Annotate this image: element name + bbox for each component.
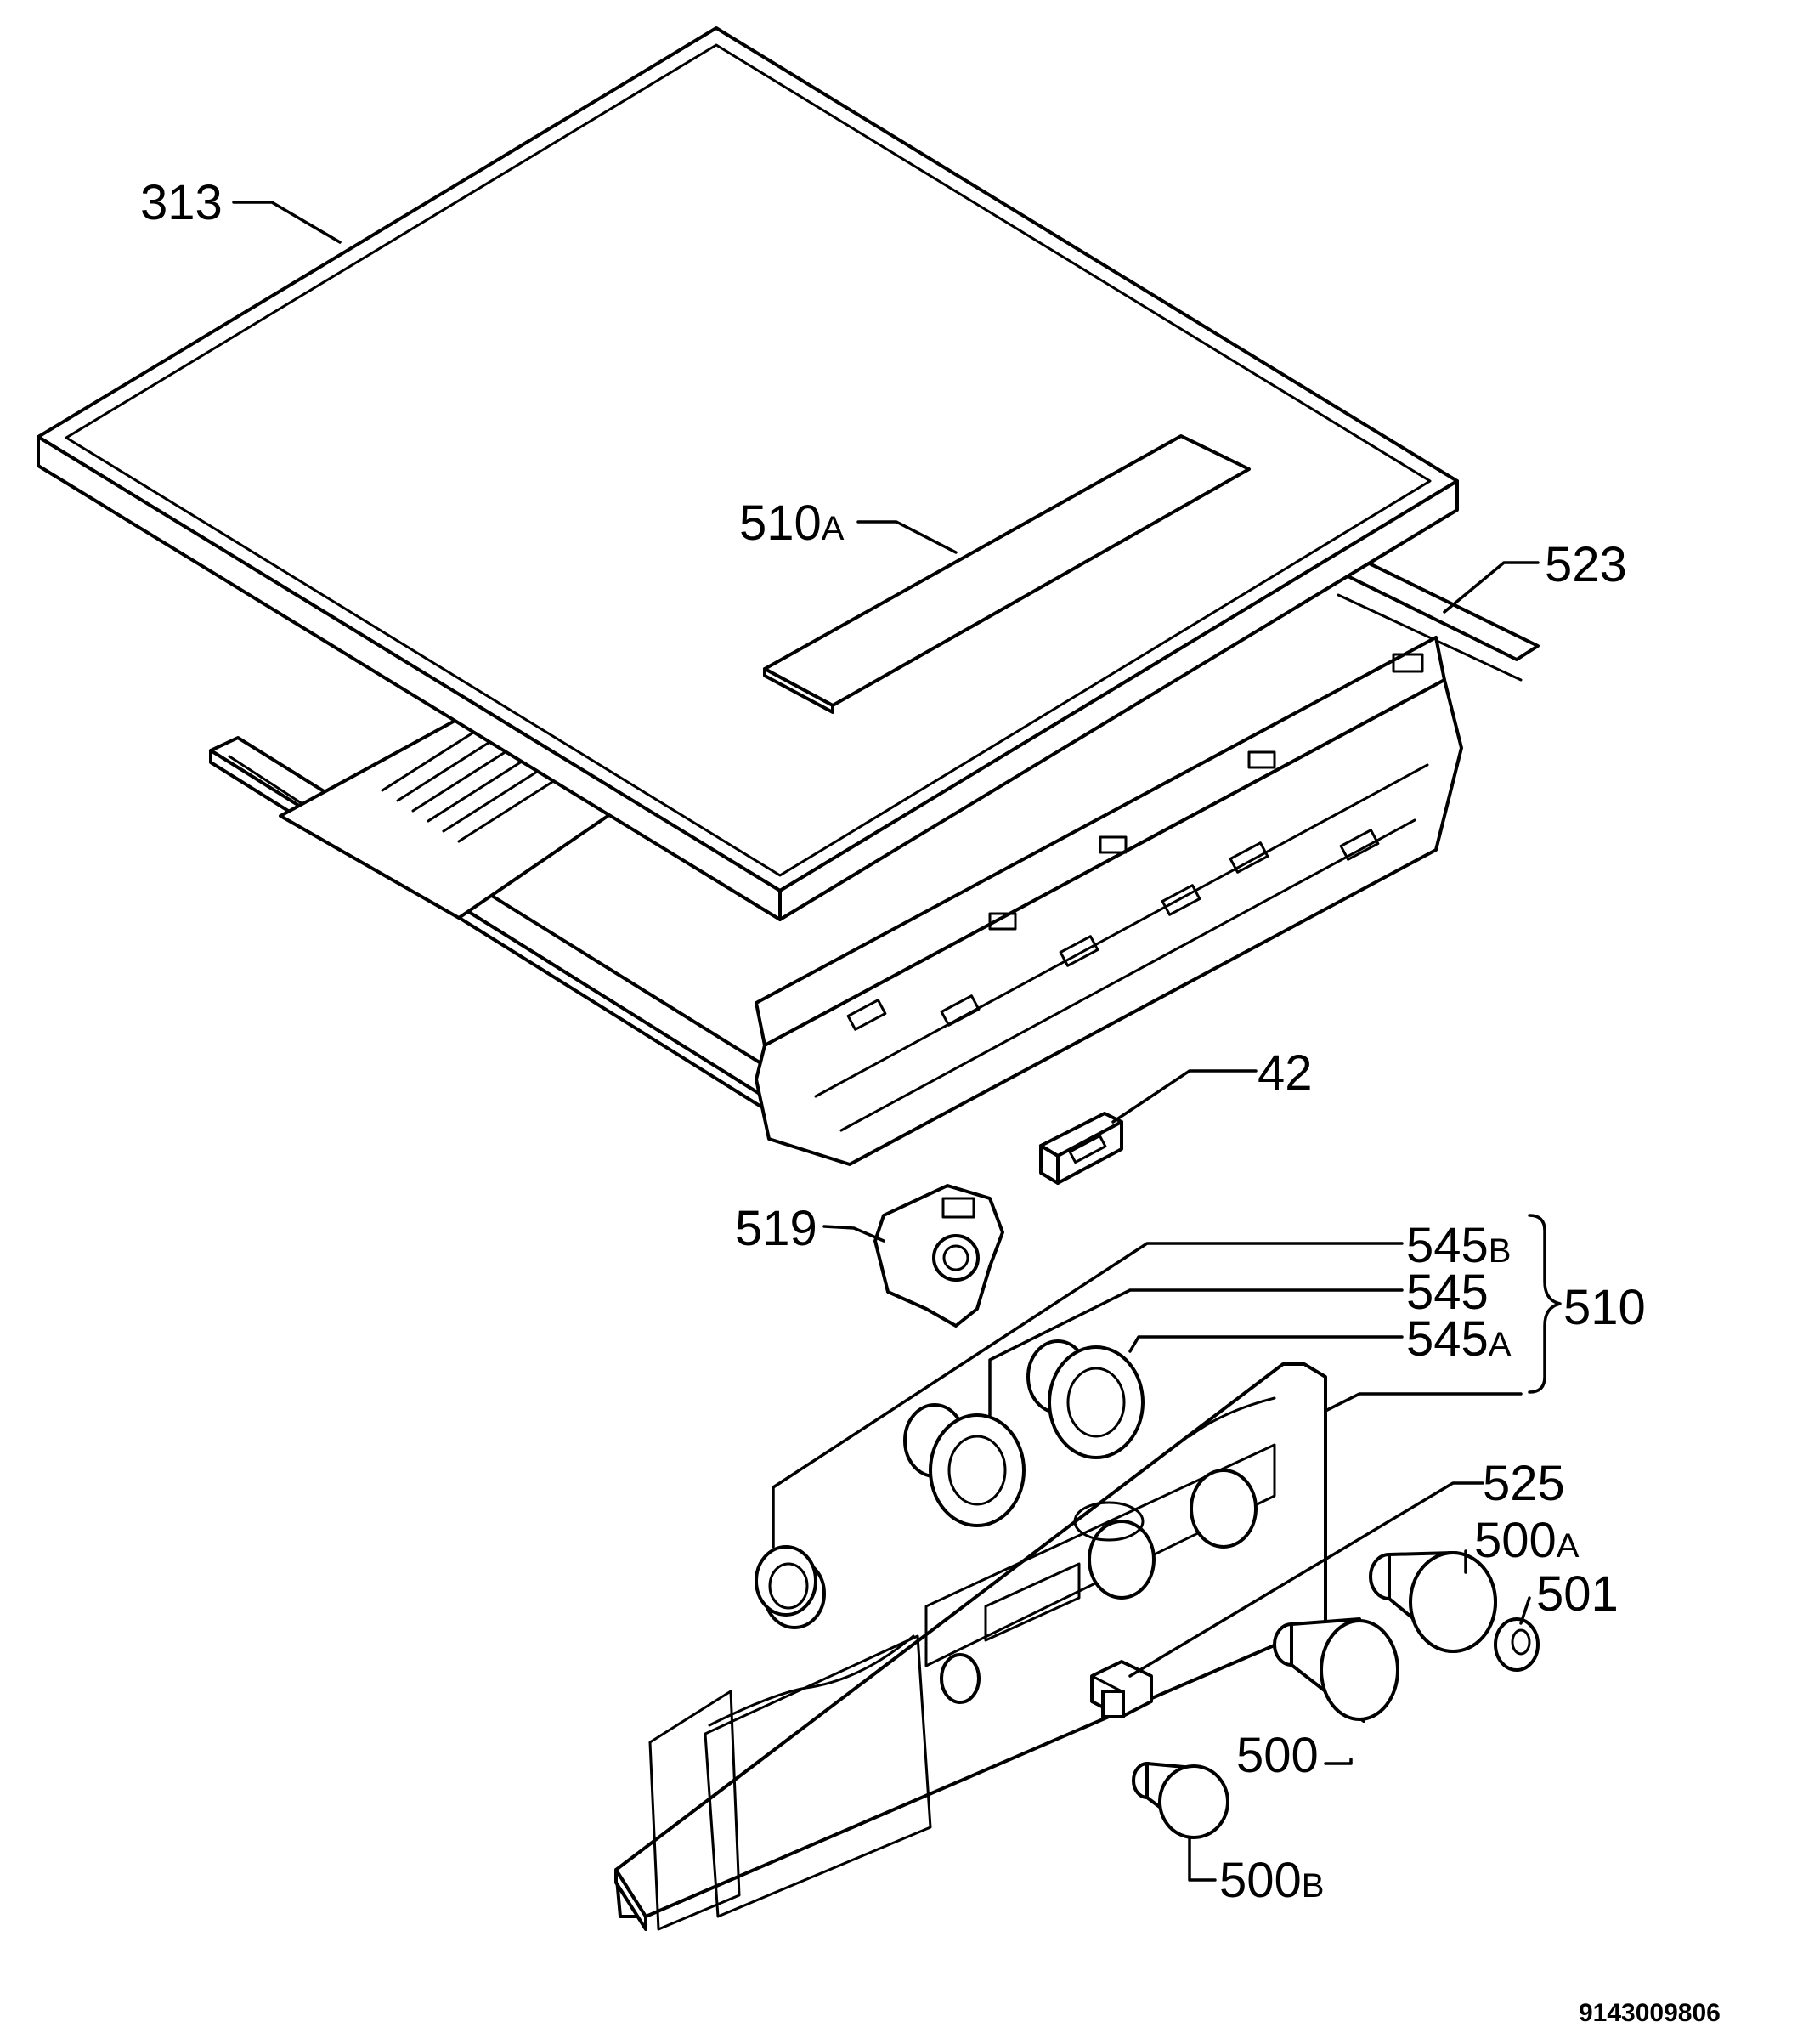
washer-501 [1494, 1617, 1540, 1672]
label-510a: 510A [739, 495, 845, 551]
knob-500 [1273, 1617, 1399, 1723]
vent-slots [381, 729, 554, 843]
label-500a: 500A [1474, 1513, 1580, 1568]
label-519: 519 [735, 1201, 817, 1256]
label-545a: 545A [1406, 1311, 1512, 1367]
label-500b-suffix: B [1302, 1867, 1325, 1905]
label-545b-number: 545 [1406, 1218, 1489, 1273]
frame-slots [846, 653, 1424, 1031]
label-501: 501 [1536, 1566, 1619, 1622]
connector-42 [1039, 1112, 1123, 1185]
top-lid-313 [37, 26, 1459, 921]
label-500b-number: 500 [1219, 1853, 1302, 1908]
label-510: 510 [1563, 1280, 1646, 1335]
knob-545a [1026, 1339, 1145, 1459]
diagram-reference-number: 9143009806 [1579, 1999, 1721, 2027]
label-313: 313 [140, 175, 223, 230]
knob-500a [1369, 1551, 1497, 1653]
label-545b-suffix: B [1489, 1232, 1512, 1270]
label-500a-number: 500 [1474, 1513, 1557, 1568]
bracket-519 [873, 1184, 1004, 1328]
decal-510a-edge [763, 667, 834, 714]
label-545: 545 [1406, 1265, 1489, 1320]
knob-500b [1132, 1762, 1229, 1839]
label-525: 525 [1483, 1456, 1565, 1511]
label-500a-suffix: A [1557, 1527, 1580, 1565]
label-42: 42 [1258, 1045, 1313, 1101]
label-545a-number: 545 [1406, 1311, 1489, 1367]
label-500b: 500B [1219, 1853, 1324, 1908]
label-500: 500 [1236, 1728, 1319, 1783]
control-panel-fascia [614, 1362, 1327, 1931]
leader-lines [232, 201, 1540, 1882]
label-523: 523 [1545, 537, 1627, 592]
switch-525 [1090, 1660, 1153, 1718]
label-545b: 545B [1406, 1218, 1511, 1273]
label-545a-suffix: A [1489, 1326, 1512, 1363]
knob-545b [755, 1545, 826, 1629]
knob-545 [903, 1403, 1026, 1527]
label-510a-suffix: A [822, 510, 845, 547]
brace-510 [1528, 1214, 1562, 1394]
label-510a-number: 510 [739, 495, 822, 551]
